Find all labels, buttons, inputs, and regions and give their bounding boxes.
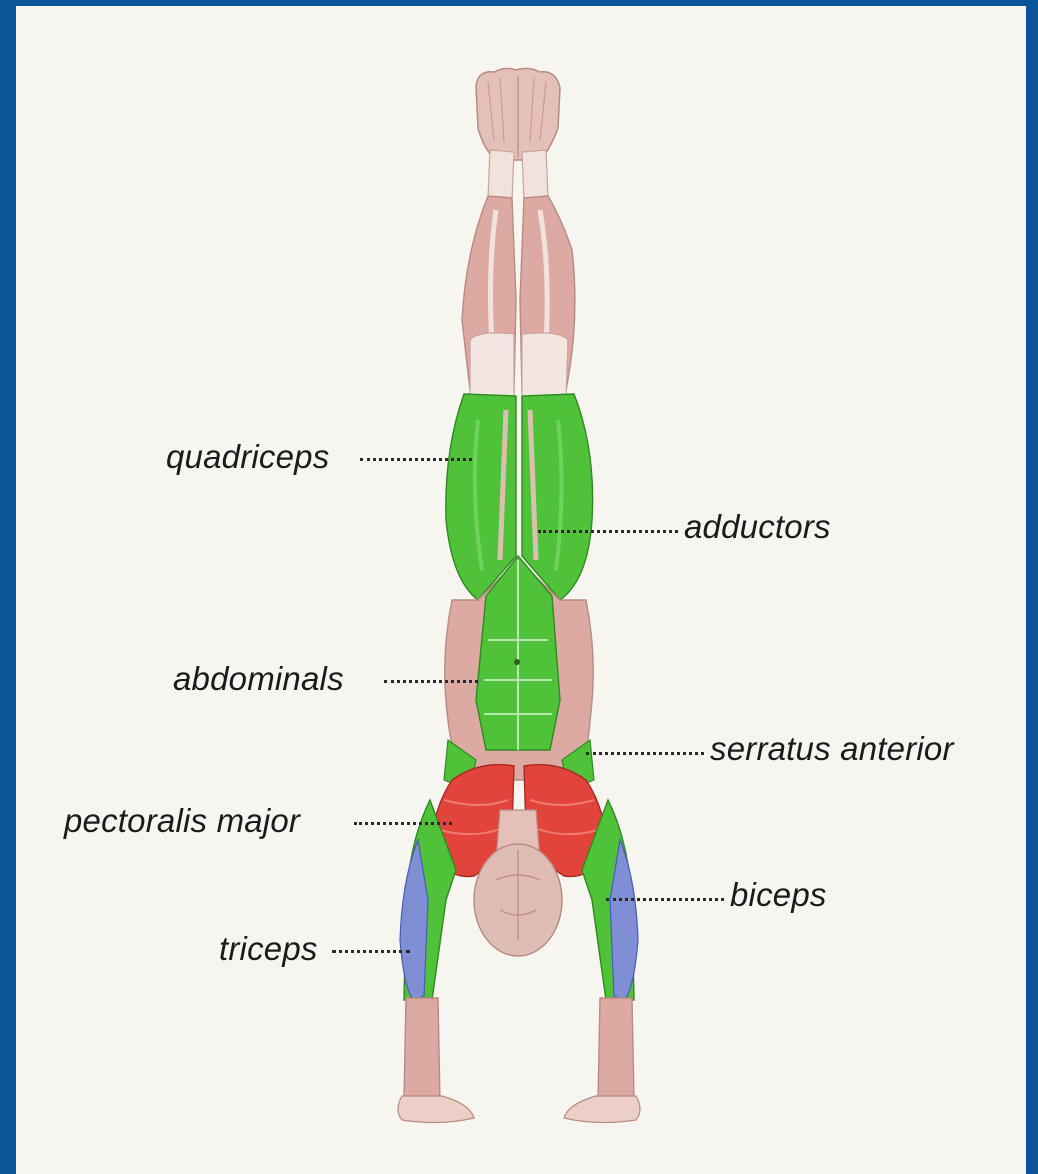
leader-abdominals	[384, 680, 478, 683]
leader-biceps	[606, 898, 724, 901]
label-serratus-anterior: serratus anterior	[710, 732, 954, 765]
label-adductors: adductors	[684, 510, 831, 543]
label-triceps: triceps	[219, 932, 318, 965]
leader-adductors	[538, 530, 678, 533]
diagram-panel: quadriceps adductors abdominals serratus…	[16, 6, 1026, 1174]
label-quadriceps: quadriceps	[166, 440, 329, 473]
leader-triceps	[332, 950, 410, 953]
label-abdominals: abdominals	[173, 662, 344, 695]
handstand-figure	[16, 6, 1026, 1174]
leader-quadriceps	[360, 458, 472, 461]
knees	[470, 333, 568, 400]
hands	[398, 1096, 640, 1123]
label-pectoralis-major: pectoralis major	[64, 804, 300, 837]
feet	[476, 68, 560, 160]
leader-serratus-anterior	[586, 752, 704, 755]
label-biceps: biceps	[730, 878, 827, 911]
leader-pectoralis-major	[354, 822, 452, 825]
